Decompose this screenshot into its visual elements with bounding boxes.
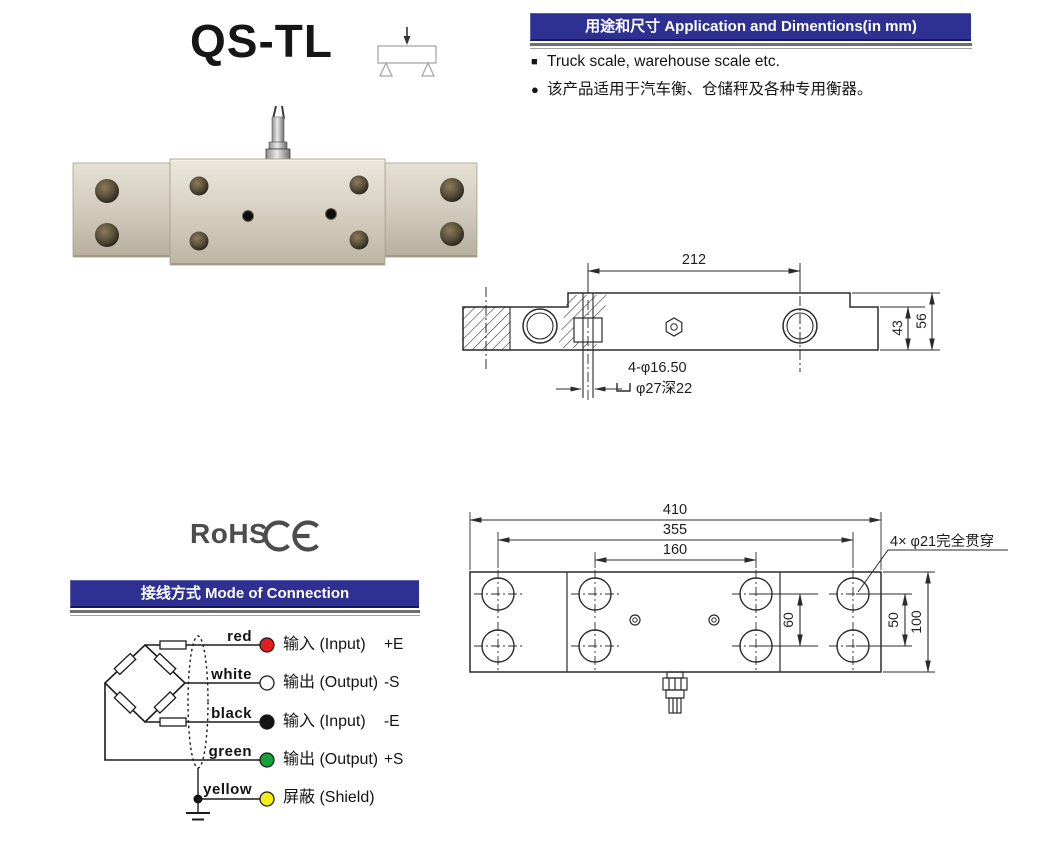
dim-50: 50	[885, 612, 901, 628]
counterbore-symbol-icon	[616, 383, 631, 392]
wire-signal-3: +S	[384, 751, 404, 768]
wire-name-black: black	[211, 705, 252, 722]
wiring-diagram	[103, 635, 275, 821]
application-item: ● 该产品适用于汽车衡、仓储秤及各种专用衡器。	[531, 80, 1001, 100]
terminal-dot-white	[259, 675, 275, 691]
callout-through-holes: 4× φ21完全贯穿	[890, 532, 994, 550]
wire-name-green: green	[208, 743, 252, 760]
terminal-dot-black	[259, 714, 275, 730]
ce-mark-icon	[263, 520, 319, 552]
application-item-text-cn: 该产品适用于汽车衡、仓储秤及各种专用衡器。	[547, 81, 873, 98]
terminal-dot-green	[259, 752, 275, 768]
wire-signal-0: +E	[384, 636, 404, 653]
application-item: ■ Truck scale, warehouse scale etc.	[531, 52, 961, 72]
header-rule	[530, 43, 972, 46]
dim-43: 43	[889, 320, 905, 336]
wire-signal-2: -E	[384, 713, 400, 730]
cable-gland	[662, 671, 688, 714]
wire-name-yellow: yellow	[203, 781, 252, 798]
connection-section-header: 接线方式 Mode of Connection	[70, 580, 419, 608]
round-bullet-icon: ●	[531, 82, 539, 97]
wire-function-1: 输出 (Output)	[283, 674, 379, 691]
hole-centerlines	[474, 570, 877, 670]
rohs-logo: RoHS	[190, 518, 269, 549]
header-rule	[70, 610, 420, 613]
page-title: QS-TL	[190, 15, 333, 67]
callout-counterbore: φ27深22	[636, 380, 692, 397]
wire-signal-1: -S	[384, 674, 400, 691]
top-view-drawing: 410 355 160 4× φ21完全贯穿 60 50 100	[469, 502, 1008, 714]
terminal-dot-yellow	[259, 791, 275, 807]
square-bullet-icon: ■	[531, 56, 538, 68]
side-view-drawing: 212 43 56 4-φ16.50 φ27深22	[462, 252, 940, 400]
dim-100: 100	[908, 610, 924, 634]
wire-name-white: white	[211, 666, 252, 683]
callout-holes: 4-φ16.50	[628, 360, 687, 376]
wire-name-red: red	[227, 628, 252, 645]
wire-function-2: 输入 (Input)	[283, 713, 366, 730]
beam-load-icon	[377, 27, 437, 77]
dim-56: 56	[913, 313, 929, 329]
mounting-holes	[481, 577, 870, 663]
dim-60: 60	[780, 612, 796, 628]
wire-function-3: 输出 (Output)	[283, 751, 379, 768]
header-rule-thin	[530, 48, 972, 49]
application-item-text: Truck scale, warehouse scale etc.	[547, 53, 780, 70]
terminal-dot-red	[259, 637, 275, 653]
dim-355: 355	[663, 522, 687, 538]
wire-function-0: 输入 (Input)	[283, 636, 366, 653]
wire-function-4: 屏蔽 (Shield)	[283, 789, 375, 806]
header-rule-thin	[70, 615, 420, 616]
dim-160: 160	[663, 542, 687, 558]
dim-410: 410	[663, 502, 687, 518]
application-section-header: 用途和尺寸 Application and Dimentions(in mm)	[530, 13, 971, 41]
dim-212: 212	[682, 252, 706, 268]
loadcell-photo	[72, 105, 478, 266]
